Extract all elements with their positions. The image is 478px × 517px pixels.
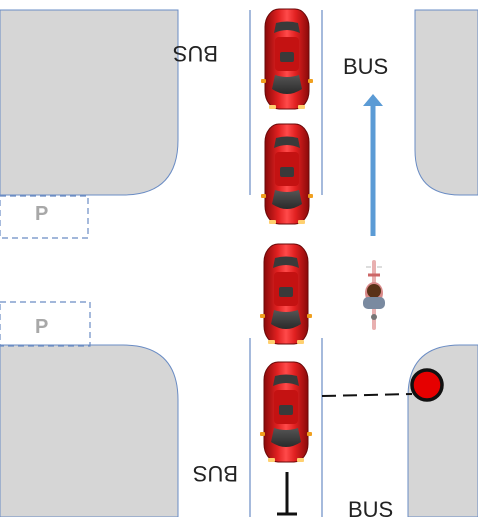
car-3 xyxy=(259,243,313,345)
block-top-right xyxy=(414,9,478,196)
red-signal-light xyxy=(410,368,444,402)
stop-line-dashed xyxy=(321,393,413,397)
cyclist xyxy=(363,260,385,330)
direction-arrow-up xyxy=(363,94,383,236)
car-1 xyxy=(260,8,314,110)
bus-label-upright-bottom: BUS xyxy=(348,497,393,517)
car-4 xyxy=(259,361,313,463)
block-bottom-left xyxy=(0,344,179,517)
parking-box-bottom xyxy=(0,301,91,347)
bus-label-upright-top: BUS xyxy=(343,54,388,79)
car-2 xyxy=(260,123,314,225)
stop-bar-arrow xyxy=(277,472,297,516)
parking-box-top xyxy=(0,195,89,239)
parking-label-top: P xyxy=(35,203,48,225)
block-top-left xyxy=(0,9,179,196)
parking-label-bottom: P xyxy=(35,316,48,338)
bus-label-mirrored-top: BUS xyxy=(173,41,218,66)
bus-label-mirrored-bottom: BUS xyxy=(193,461,238,486)
